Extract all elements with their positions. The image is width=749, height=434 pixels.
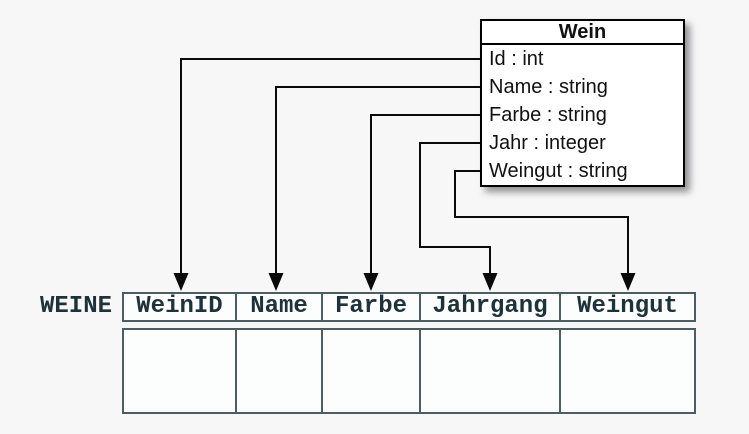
empty-cell-weingut <box>561 330 694 412</box>
class-title: Wein <box>482 21 683 45</box>
class-attribute-farbe: Farbe : string <box>489 104 607 126</box>
arrowhead-icon <box>173 273 189 291</box>
class-attribute-weingut: Weingut : string <box>489 160 628 182</box>
connector-weingut-to-weingut <box>454 170 636 291</box>
column-header-jahrgang: Jahrgang <box>421 294 561 320</box>
column-header-farbe: Farbe <box>323 294 421 320</box>
uml-class-wein: Wein Id : int Name : string Farbe : stri… <box>480 19 685 187</box>
table-empty-row <box>122 328 696 414</box>
connector-jahr-to-jahrgang <box>419 142 498 291</box>
empty-cell-name <box>237 330 323 412</box>
table-header-row: WeinID Name Farbe Jahrgang Weingut <box>122 292 696 322</box>
table-name-label: WEINE <box>39 293 112 320</box>
column-header-name: Name <box>237 294 323 320</box>
connector-id-to-weinid <box>173 58 481 291</box>
arrowhead-icon <box>620 273 636 291</box>
class-attribute-jahr: Jahr : integer <box>489 132 606 154</box>
class-attribute-id: Id : int <box>489 48 544 70</box>
arrowhead-icon <box>482 273 498 291</box>
empty-cell-jahrgang <box>421 330 561 412</box>
arrowhead-icon <box>363 273 379 291</box>
column-header-weinid: WeinID <box>124 294 237 320</box>
arrowhead-icon <box>268 273 284 291</box>
class-attribute-list: Id : int Name : string Farbe : string Ja… <box>482 45 683 185</box>
connector-name-to-name <box>268 86 481 291</box>
connector-farbe-to-farbe <box>363 114 481 291</box>
empty-cell-farbe <box>323 330 421 412</box>
class-attribute-name: Name : string <box>489 76 608 98</box>
column-header-weingut: Weingut <box>577 294 678 320</box>
empty-cell-weinid <box>124 330 237 412</box>
